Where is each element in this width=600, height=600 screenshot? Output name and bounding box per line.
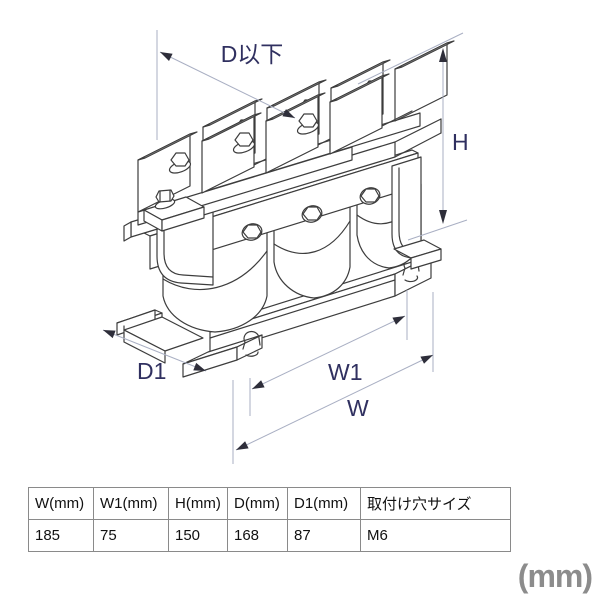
value-cell-d1: 87 — [287, 519, 361, 552]
base-plate — [116, 255, 432, 378]
header-cell-hole-size: 取付け穴サイズ — [360, 487, 511, 520]
bracket-bolt — [155, 189, 175, 203]
front-foot — [182, 330, 263, 378]
unit-note: (mm) — [517, 558, 593, 594]
header-cell-d1: D1(mm) — [287, 487, 361, 520]
table-header-row: W(mm) W1(mm) H(mm) D(mm) D1(mm) 取付け穴サイズ — [28, 487, 511, 520]
reactor-isometric-drawing: D以下 H D1 — [102, 30, 469, 464]
dimension-table: W(mm) W1(mm) H(mm) D(mm) D1(mm) 取付け穴サイズ … — [28, 487, 511, 552]
clamp-bolts — [241, 187, 381, 241]
value-cell-hole-size: M6 — [360, 519, 511, 552]
header-cell-h: H(mm) — [168, 487, 228, 520]
mount-slot — [242, 330, 261, 350]
dimension-depth: D以下 — [156, 30, 296, 140]
dimension-label-mount-width: W1 — [328, 359, 363, 385]
table-value-row: 185 75 150 168 87 M6 — [28, 519, 511, 552]
dimensions: D以下 H D1 — [102, 30, 469, 464]
terminal-screws — [168, 113, 320, 174]
terminal-barriers — [137, 73, 390, 213]
clamp-frame — [143, 149, 442, 286]
header-cell-d: D(mm) — [227, 487, 288, 520]
header-cell-w1: W1(mm) — [93, 487, 169, 520]
dimension-label-width: W — [347, 395, 369, 421]
dimension-label-mount-depth: D1 — [137, 358, 166, 384]
value-cell-w: 185 — [28, 519, 94, 552]
dimension-label-depth: D以下 — [221, 41, 284, 67]
dimension-label-height: H — [452, 129, 469, 155]
corner-bracket — [143, 189, 205, 232]
value-cell-d: 168 — [227, 519, 288, 552]
dimension-width: W — [232, 292, 434, 464]
dimension-mount-depth: D1 — [102, 329, 207, 384]
value-cell-w1: 75 — [93, 519, 169, 552]
dimension-mount-width: W1 — [249, 290, 408, 416]
value-cell-h: 150 — [168, 519, 228, 552]
header-cell-w: W(mm) — [28, 487, 94, 520]
dimension-height: H — [357, 32, 469, 241]
